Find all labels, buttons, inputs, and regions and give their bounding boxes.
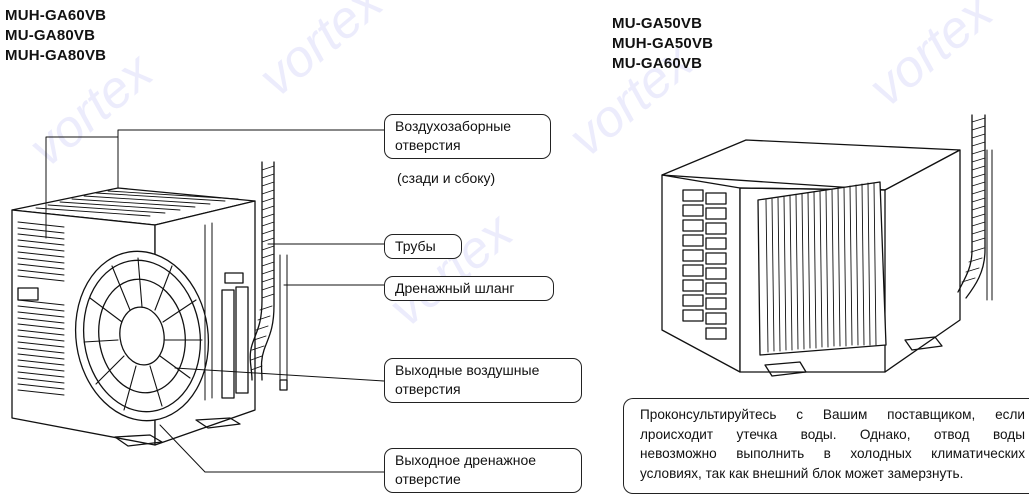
- callout-text: отверстие: [395, 470, 571, 489]
- right-outdoor-unit: [662, 140, 960, 376]
- note-line: невозможно выполнить в холодных климатич…: [640, 444, 1025, 464]
- callout-drain-hose: Дренажный шланг: [384, 276, 554, 301]
- callout-text: отверстия: [395, 136, 540, 155]
- callout-air-outlet: Выходные воздушные отверстия: [384, 358, 582, 403]
- callout-text: Трубы: [395, 237, 451, 256]
- note-line: Проконсультируйтесь с Вашим поставщиком,…: [640, 405, 1025, 425]
- left-outdoor-unit: [12, 188, 255, 446]
- right-pipe: [958, 115, 992, 300]
- callout-pipes: Трубы: [384, 234, 462, 259]
- model-list-left: MUH-GA60VB MU-GA80VB MUH-GA80VB: [5, 6, 106, 66]
- note-box: Проконсультируйтесь с Вашим поставщиком,…: [623, 398, 1029, 494]
- model-name: MU-GA60VB: [612, 54, 713, 74]
- callout-air-inlet: Воздухозаборные отверстия: [384, 114, 551, 159]
- note-line: условиях, так как внешний блок может зам…: [640, 464, 1025, 484]
- callout-text: Выходные воздушные: [395, 361, 571, 380]
- model-list-right: MU-GA50VB MUH-GA50VB MU-GA60VB: [612, 14, 713, 74]
- callout-text: Дренажный шланг: [395, 279, 543, 298]
- air-inlet-note: (сзади и сбоку): [397, 170, 495, 186]
- note-line: лроисходит утечка воды. Однако, отвод во…: [640, 425, 1025, 445]
- callout-text: отверстия: [395, 380, 571, 399]
- callout-drain-outlet: Выходное дренажное отверстие: [384, 448, 582, 493]
- model-name: MUH-GA50VB: [612, 34, 713, 54]
- callout-text: Воздухозаборные: [395, 117, 540, 136]
- model-name: MUH-GA60VB: [5, 6, 106, 26]
- model-name: MU-GA80VB: [5, 26, 106, 46]
- model-name: MUH-GA80VB: [5, 46, 106, 66]
- left-pipe: [250, 162, 287, 390]
- callout-text: Выходное дренажное: [395, 451, 571, 470]
- model-name: MU-GA50VB: [612, 14, 713, 34]
